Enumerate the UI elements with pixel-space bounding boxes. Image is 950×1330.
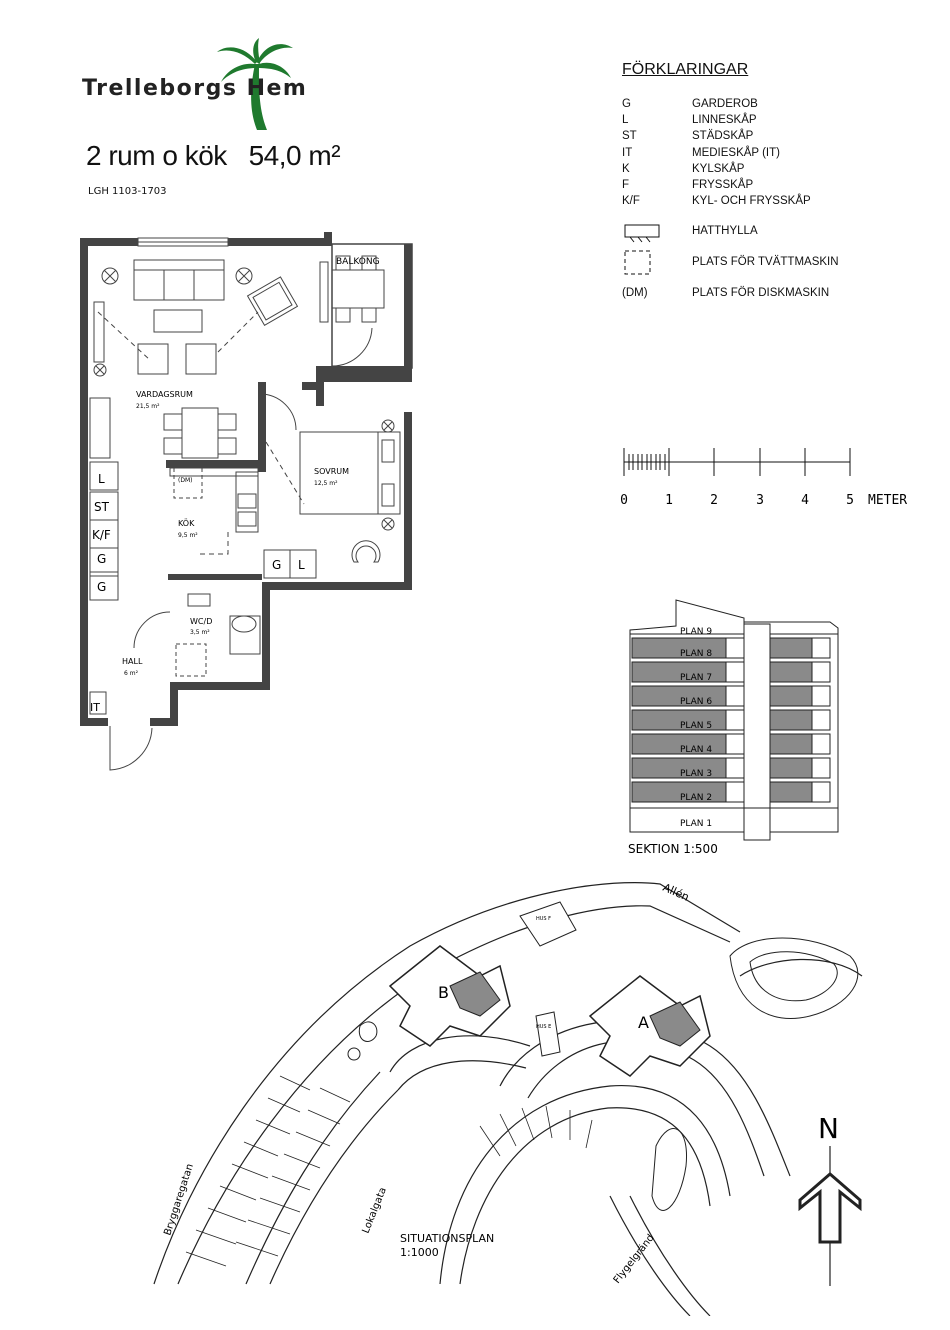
legend-text: FRYSSKÅP [692, 179, 754, 191]
site-plan: B A HUS F HUS E Allén Bryggaregatan Loka… [153, 881, 863, 1316]
apartment-ids: LGH 1103-1703 [88, 186, 167, 197]
siteplan-caption: SITUATIONSPLAN [400, 1232, 494, 1245]
page-title: 2 rum o kök 54,0 m² [86, 140, 341, 171]
legend-code: K/F [622, 195, 640, 207]
legend-code: L [622, 114, 629, 126]
hus-f-label: HUS F [536, 916, 551, 922]
legend-code: F [622, 179, 630, 191]
building-b-label: B [438, 983, 449, 1002]
room-name-balkong: BALKONG [336, 257, 380, 267]
building-a-label: A [638, 1013, 649, 1032]
street-allen: Allén [661, 881, 691, 904]
scale-tick: 1 [665, 493, 673, 508]
legend-text: KYLSKÅP [692, 163, 745, 175]
floor-label-5: PLAN 5 [680, 721, 712, 731]
l-label: L [98, 472, 105, 486]
legend-code: ST [622, 130, 637, 142]
legend-text: KYL- OCH FRYSSKÅP [692, 195, 811, 207]
legend-text: PLATS FÖR TVÄTTMASKIN [692, 256, 839, 268]
scale-tick: 4 [801, 493, 809, 508]
it-label: IT [90, 701, 100, 714]
room-name-kok: KÖK [178, 518, 195, 528]
hus-e-label: HUS E [536, 1024, 551, 1030]
legend-code: IT [622, 147, 633, 159]
room-name-hall: HALL [122, 657, 143, 666]
north-label: N [818, 1112, 839, 1145]
room-name-vardagsrum: VARDAGSRUM [136, 390, 193, 399]
building-section: PLAN 9 PLAN 8 PLAN 7 PLAN 6 PLAN 5 PLAN … [628, 599, 839, 856]
washing-machine-place-icon [624, 250, 651, 275]
floor-label-7: PLAN 7 [680, 673, 712, 683]
room-area-vardagsrum: 21,5 m² [136, 403, 160, 410]
legend-code: K [622, 163, 630, 175]
floor-label-3: PLAN 3 [680, 769, 712, 779]
floor-label-9: PLAN 9 [680, 627, 712, 637]
scale-tick: 2 [710, 493, 718, 508]
room-name-sovrum: SOVRUM [314, 467, 349, 476]
siteplan-scale: 1:1000 [400, 1246, 439, 1259]
room-area-hall: 6 m² [124, 670, 139, 677]
kf-label: K/F [92, 528, 111, 542]
floor-label-2: PLAN 2 [680, 793, 712, 803]
st-label: ST [94, 500, 110, 514]
brand-name: Trelleborgs Hem [82, 76, 308, 101]
hat-shelf-icon [624, 224, 660, 243]
room-area-kok: 9,5 m² [178, 532, 198, 539]
legend-text: GARDEROB [692, 98, 758, 110]
room-name-wc: WC/D [190, 617, 212, 626]
scale-unit: METER [868, 493, 907, 508]
floor-label-1: PLAN 1 [680, 819, 712, 829]
sov-g-label: G [272, 558, 281, 572]
room-area-sovrum: 12,5 m² [314, 480, 338, 487]
floor-label-6: PLAN 6 [680, 697, 712, 707]
dm-label: (DM) [178, 477, 192, 484]
street-bryggaregatan: Bryggaregatan [162, 1163, 196, 1237]
section-caption: SEKTION 1:500 [628, 842, 718, 856]
sov-l-label: L [298, 558, 305, 572]
scale-tick: 0 [620, 493, 628, 508]
legend-code: (DM) [622, 287, 648, 299]
legend-text: STÄDSKÅP [692, 130, 754, 142]
scale-bar: 0 1 2 3 4 5 METER [620, 448, 907, 508]
g2-label: G [97, 580, 106, 594]
scale-tick: 5 [846, 493, 854, 508]
legend-text: PLATS FÖR DISKMASKIN [692, 287, 830, 299]
legend-text: LINNESKÅP [692, 114, 757, 126]
legend-text: MEDIESKÅP (IT) [692, 147, 780, 159]
floor-plan: BALKONG VARDAGSRUM 21,5 m² SOVRUM 12,5 m… [80, 232, 413, 771]
legend-code: G [622, 98, 631, 110]
legend-text: HATTHYLLA [692, 225, 758, 237]
palm-logo-icon [217, 38, 293, 130]
g1-label: G [97, 552, 106, 566]
floor-label-4: PLAN 4 [680, 745, 712, 755]
floor-label-8: PLAN 8 [680, 649, 712, 659]
legend-title: FÖRKLARINGAR [622, 61, 749, 78]
north-arrow-icon [798, 1146, 862, 1286]
scale-tick: 3 [756, 493, 764, 508]
street-lokalgata: Lokalgata [361, 1186, 389, 1235]
room-area-wc: 3,5 m² [190, 629, 210, 636]
